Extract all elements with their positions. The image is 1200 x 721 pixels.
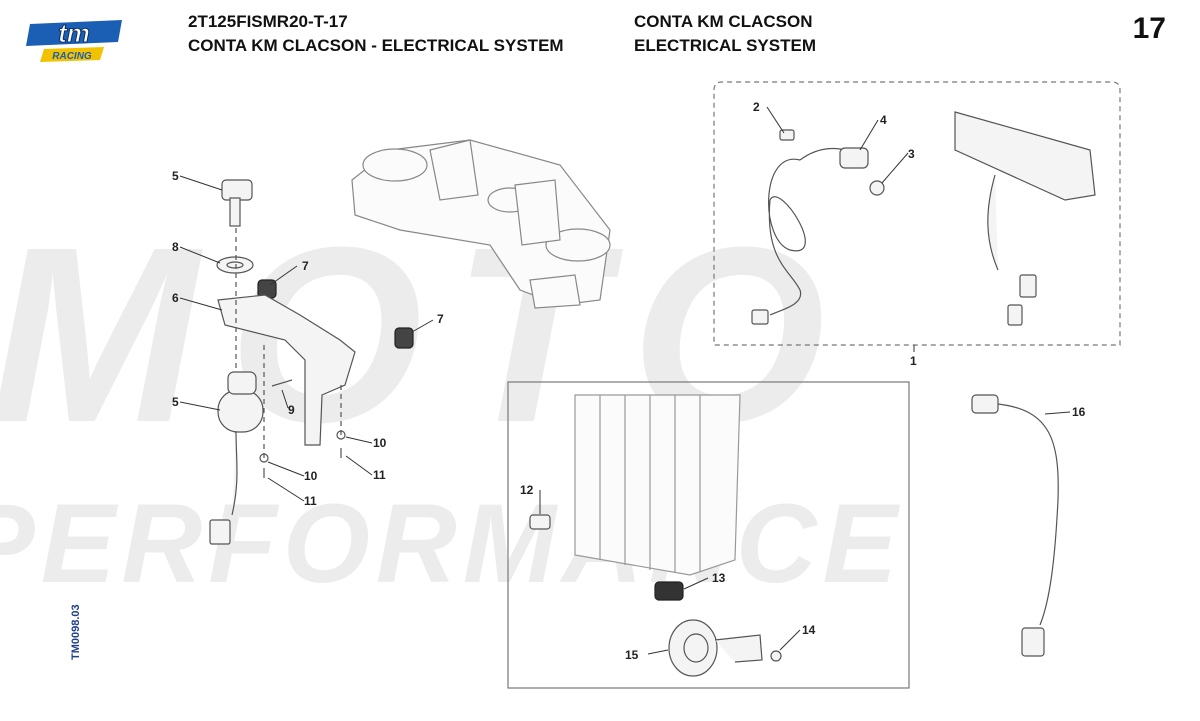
horn-drawing [668, 619, 763, 677]
callout-1: 1 [910, 354, 917, 368]
callout-13: 13 [712, 571, 726, 585]
triple-clamp-drawing [351, 139, 611, 309]
svg-text:tm: tm [58, 18, 90, 48]
callout-12: 12 [520, 483, 534, 497]
svg-text:RACING: RACING [52, 51, 92, 62]
header-left: 2T125FISMR20-T-17 CONTA KM CLACSON - ELE… [188, 10, 564, 58]
dashboard-kit-box [713, 81, 1121, 346]
spacer-drawing [529, 514, 551, 530]
page-number: 17 [1132, 12, 1166, 45]
watermark-performance: PERFORMANCE [0, 481, 904, 606]
callout-11-left: 11 [304, 494, 317, 508]
header-right: CONTA KM CLACSON ELECTRICAL SYSTEM [634, 10, 816, 58]
horn-box [507, 381, 910, 689]
callout-4: 4 [880, 113, 887, 127]
callout-14: 14 [802, 623, 816, 637]
radiator-drawing [574, 394, 741, 576]
speedometer-drawing [954, 111, 1096, 326]
callout-15: 15 [625, 648, 639, 662]
callout-9: 9 [288, 403, 295, 417]
callout-6: 6 [172, 291, 179, 305]
speed-sensor-cable-drawing [751, 129, 885, 325]
rubber-grommet-drawing [257, 279, 414, 349]
callout-8: 8 [172, 240, 179, 254]
horn-spacer-drawing [654, 581, 684, 601]
callout-10-right: 10 [373, 436, 387, 450]
callout-labels: 5 8 6 5 7 7 9 10 11 10 11 2 4 3 1 12 13 … [172, 100, 1086, 662]
page-title: CONTA KM CLACSON - ELECTRICAL SYSTEM [188, 36, 564, 55]
tm-racing-logo: tm RACING [26, 18, 122, 62]
callout-7-left: 7 [302, 259, 309, 273]
document-code: 2T125FISMR20-T-17 [188, 12, 348, 31]
callout-16: 16 [1072, 405, 1086, 419]
document-reference: TM0098.03 [70, 604, 82, 660]
section-subtitle: ELECTRICAL SYSTEM [634, 36, 816, 55]
callout-10-left: 10 [304, 469, 318, 483]
ignition-key-drawing [221, 179, 253, 227]
callout-2: 2 [753, 100, 760, 114]
washer-drawing [216, 256, 254, 274]
ignition-switch-drawing [209, 371, 264, 545]
section-title: CONTA KM CLACSON [634, 12, 813, 31]
callout-11-right: 11 [373, 468, 386, 482]
callout-3: 3 [908, 147, 915, 161]
callout-7-right: 7 [437, 312, 444, 326]
callout-5-top: 5 [172, 169, 179, 183]
wiring-cable-drawing [971, 394, 1059, 657]
switch-bracket-drawing [217, 294, 356, 446]
callout-5-bottom: 5 [172, 395, 179, 409]
